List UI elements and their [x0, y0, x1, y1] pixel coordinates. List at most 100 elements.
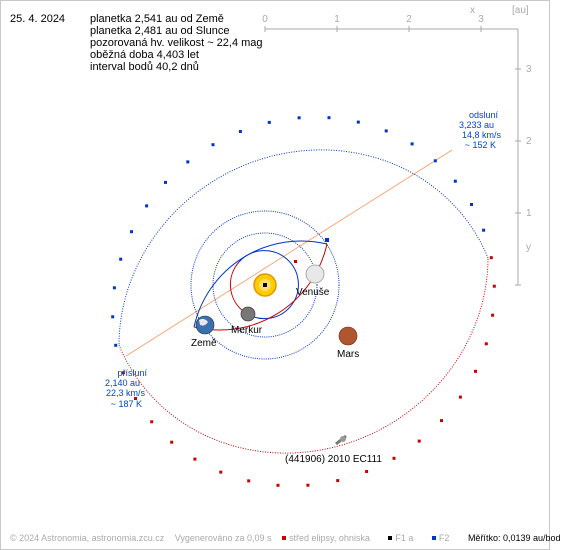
orbit-point: [491, 313, 495, 317]
info-panel: planetka 2,541 au od Země planetka 2,481…: [90, 13, 263, 73]
asteroid-orbit-north: [118, 149, 489, 346]
orbit-point: [150, 420, 154, 424]
orbit-point: [492, 284, 496, 288]
f2-legend: F2: [431, 533, 458, 543]
magnitude-text: pozorovaná hv. velikost ~ 22,4 mag: [90, 37, 263, 49]
orbit-point: [145, 204, 149, 208]
orbit-point: [219, 470, 223, 474]
earth-label: Země: [191, 338, 217, 349]
asteroid-icon[interactable]: [335, 434, 347, 446]
f2-legend-marker: [431, 536, 436, 541]
orbit-point: [458, 395, 462, 399]
x-axis-letter: x: [470, 5, 475, 16]
orbit-point: [392, 456, 396, 460]
orbit-point: [440, 419, 443, 423]
orbit-point: [417, 439, 421, 443]
orbit-point: [247, 479, 251, 483]
asteroid-label: (441906) 2010 EC111: [285, 454, 382, 465]
venus-label: Venuše: [296, 287, 330, 298]
orbit-point: [336, 479, 340, 483]
copyright-text: © 2024 Astronomia, astronomia.zcu.cz: [10, 533, 165, 543]
orbit-point: [238, 130, 242, 133]
y-tick-1: 1: [526, 208, 532, 219]
orbit-point: [384, 129, 388, 133]
mercury-label: Merkur: [231, 325, 263, 336]
asteroid-orbit-south: [118, 257, 489, 454]
orbit-point: [267, 120, 271, 124]
unit-label: [au]: [512, 5, 529, 16]
x-tick-0: 0: [262, 14, 268, 25]
center-legend-label: střed elipsy, ohniska: [288, 533, 370, 543]
orbit-point: [327, 116, 331, 120]
orbit-point: [130, 230, 133, 234]
mercury-icon[interactable]: [240, 306, 256, 322]
center-legend-marker: [281, 536, 286, 541]
perihelion-title: přísluní: [117, 368, 147, 378]
perihelion-distance: 2,140 au: [105, 378, 140, 388]
venus-icon[interactable]: [305, 264, 325, 284]
orbit-point: [119, 257, 123, 261]
earth-cloud-detail: [199, 318, 208, 326]
y-tick-3: 3: [526, 64, 532, 75]
orbit-point: [114, 343, 118, 347]
orbit-point: [193, 457, 197, 461]
footer-bar: © 2024 Astronomia, astronomia.zcu.cz Vyg…: [10, 533, 569, 543]
orbit-point: [164, 180, 167, 184]
orbit-point: [470, 203, 473, 206]
orbit-point: [170, 440, 174, 444]
orbit-point: [410, 142, 414, 146]
aphelion-speed: 14,8 km/s: [462, 130, 502, 140]
orbit-point: [297, 116, 301, 120]
orbit-point: [186, 160, 190, 164]
aphelion-distance: 3,233 au: [459, 120, 494, 130]
orbit-point: [211, 143, 215, 147]
x-tick-3: 3: [478, 14, 484, 25]
x-tick-1: 1: [334, 14, 340, 25]
orbit-point: [306, 483, 310, 487]
mars-orbit-north: [193, 240, 328, 328]
apsis-line: [125, 149, 453, 357]
f1-legend-label: F1 a: [395, 533, 414, 543]
orbit-point: [474, 369, 477, 373]
f2-legend-label: F2: [438, 533, 450, 543]
orbit-point: [121, 371, 125, 375]
au-scale: 0 1 2 3 x [au] 3 2 1 y: [262, 5, 532, 286]
sun-distance-text: planetka 2,481 au od Slunce: [90, 25, 230, 37]
orbit-point: [482, 228, 486, 232]
date-label: 25. 4. 2024: [10, 13, 66, 25]
orbit-point: [433, 159, 437, 163]
perihelion-speed: 22,3 km/s: [106, 388, 146, 398]
y-tick-2: 2: [526, 136, 532, 147]
period-text: oběžná doba 4,403 let: [90, 49, 199, 61]
aphelion-temperature: ~ 152 K: [465, 140, 496, 150]
perihelion-temperature: ~ 187 K: [111, 399, 142, 409]
orbit-point: [111, 315, 115, 319]
mercury-orbit-south: [229, 261, 244, 312]
earth-orbit: [190, 210, 340, 360]
orbit-point: [112, 286, 116, 290]
orbit-point: [276, 483, 280, 487]
focus-f2-marker: [325, 238, 329, 242]
orbit-point: [365, 470, 369, 473]
scale-label: Měřítko: 0,0139 au/bod: [467, 533, 561, 543]
point-interval-text: interval bodů 40,2 dnů: [90, 61, 199, 73]
f1-legend: F1 a: [388, 533, 421, 543]
mars-label: Mars: [337, 349, 359, 360]
earth-distance-text: planetka 2,541 au od Země: [90, 13, 224, 25]
orbit-point: [134, 397, 137, 400]
aphelion-info: odsluní 3,233 au 14,8 km/s ~ 152 K: [459, 110, 502, 150]
ellipse-center-marker: [294, 260, 297, 263]
orbit-points: [111, 116, 496, 487]
orbit-point: [453, 179, 457, 183]
generated-time: Vygenerováno za 0,09 s: [174, 533, 272, 543]
orbit-point: [489, 256, 493, 260]
f1-legend-marker: [388, 536, 393, 541]
mars-icon[interactable]: [338, 326, 358, 346]
perihelion-info: přísluní 2,140 au 22,3 km/s ~ 187 K: [105, 368, 148, 409]
orbit-diagram: 0 1 2 3 x [au] 3 2 1 y Venuše Merkur Zem…: [105, 5, 532, 487]
y-axis-letter: y: [526, 242, 531, 253]
center-legend: střed elipsy, ohniska: [281, 533, 378, 543]
x-tick-2: 2: [406, 14, 412, 25]
focus-f1-marker: [263, 283, 267, 287]
orbit-point: [484, 342, 488, 346]
